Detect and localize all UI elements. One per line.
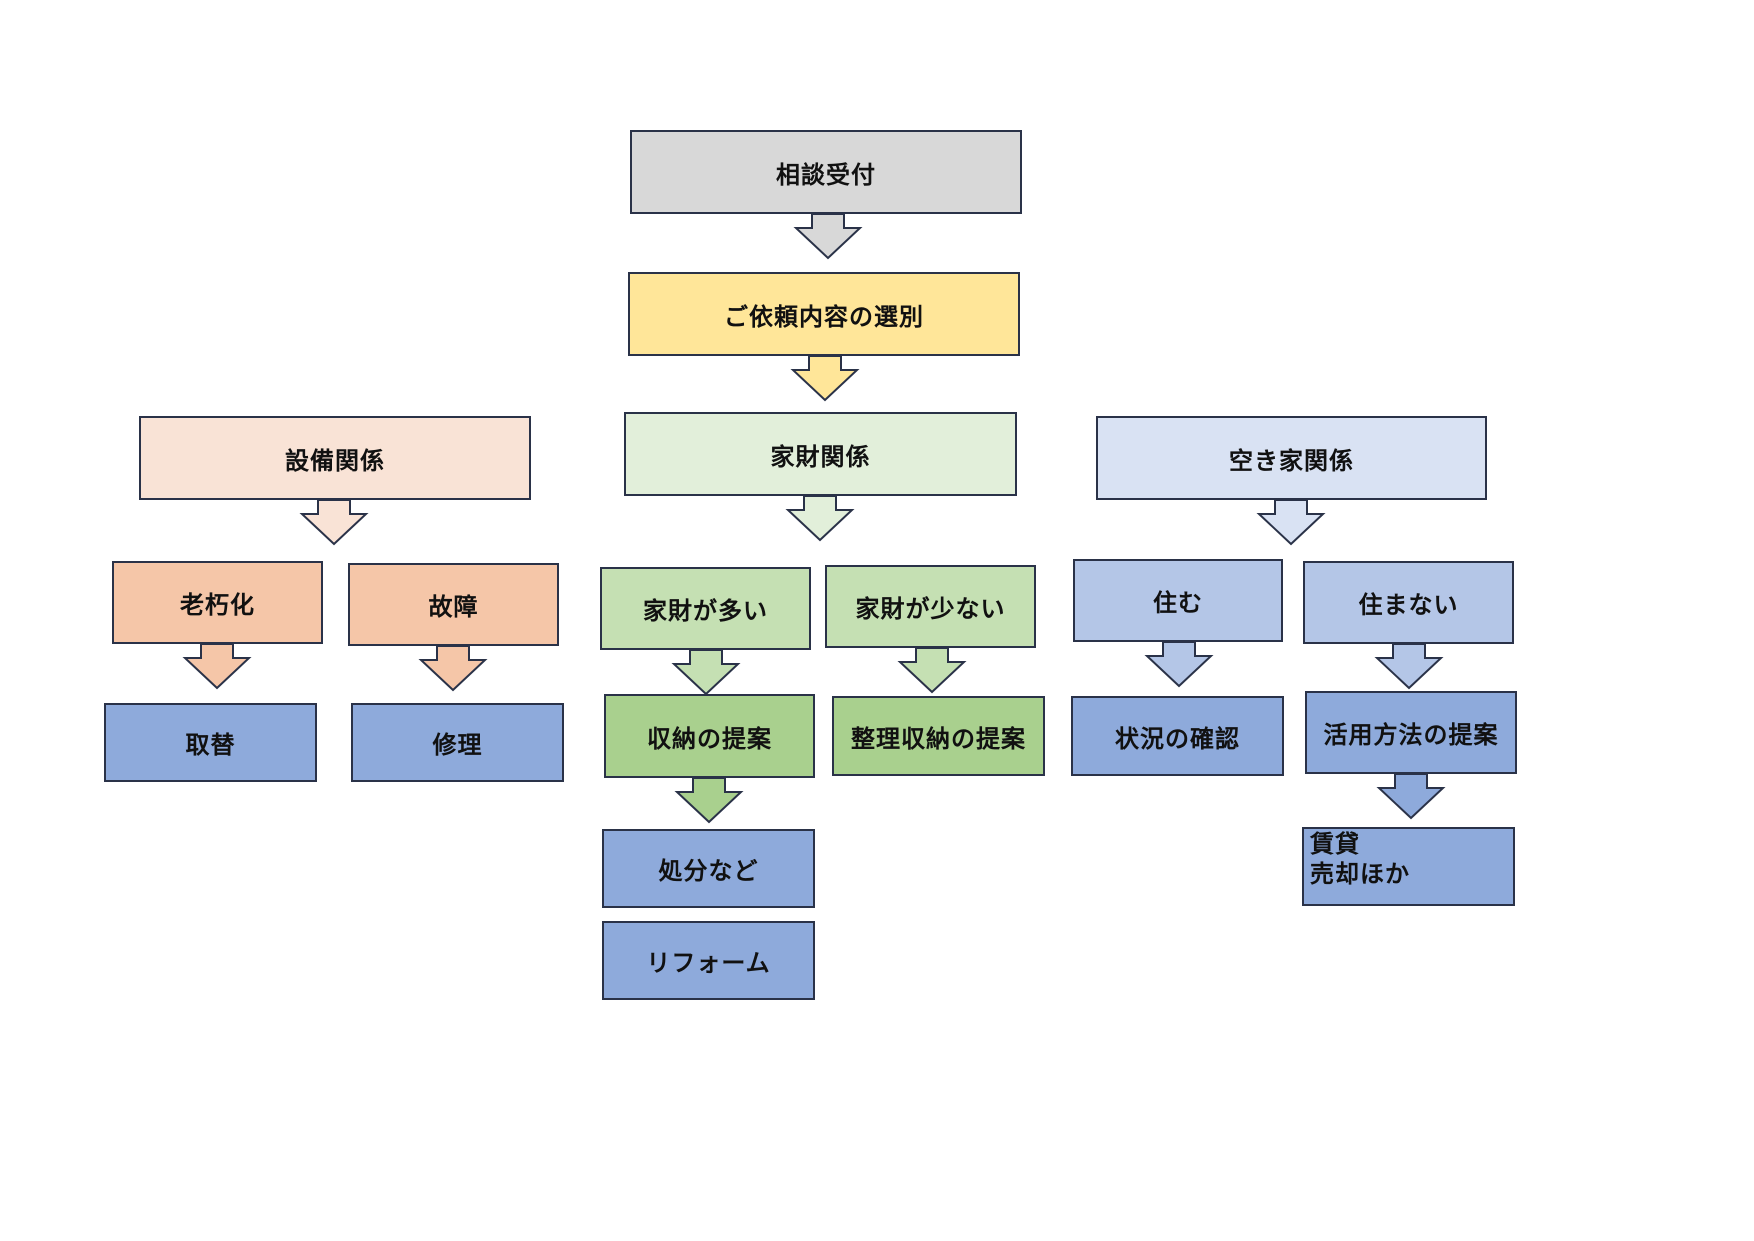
- arrow-equipment-down: [299, 499, 369, 546]
- node-belongings: 家財関係: [624, 412, 1017, 496]
- arrow-not-live-to-utilization: [1374, 643, 1444, 690]
- node-utilization-proposal: 活用方法の提案: [1305, 691, 1517, 774]
- arrow-storage-to-disposal: [674, 777, 744, 824]
- arrow-breakdown-to-repair: [418, 645, 488, 692]
- node-sale-label: 売却ほか: [1310, 860, 1410, 888]
- node-not-live: 住まない: [1303, 561, 1514, 644]
- arrow-selection-to-belongings: [790, 355, 860, 402]
- node-selection: ご依頼内容の選別: [628, 272, 1020, 356]
- node-rent-label: 賃貸: [1310, 830, 1360, 858]
- arrow-belongings-down: [785, 495, 855, 542]
- arrow-many-to-storage: [671, 649, 741, 696]
- node-storage-proposal: 収納の提案: [604, 694, 815, 778]
- node-reform: リフォーム: [602, 921, 815, 1000]
- node-many-belongings: 家財が多い: [600, 567, 811, 650]
- arrow-vacant-house-down: [1256, 499, 1326, 546]
- node-equipment: 設備関係: [139, 416, 531, 500]
- arrow-utilization-to-rent-sale: [1376, 773, 1446, 820]
- node-vacant-house: 空き家関係: [1096, 416, 1487, 500]
- arrow-aging-to-replace: [182, 643, 252, 690]
- node-disposal: 処分など: [602, 829, 815, 908]
- node-aging: 老朽化: [112, 561, 323, 644]
- node-live: 住む: [1073, 559, 1283, 642]
- node-organize-storage-proposal: 整理収納の提案: [832, 696, 1045, 776]
- node-breakdown: 故障: [348, 563, 559, 646]
- node-replace: 取替: [104, 703, 317, 782]
- arrow-few-to-organize: [897, 647, 967, 694]
- node-few-belongings: 家財が少ない: [825, 565, 1036, 648]
- arrow-live-to-check: [1144, 641, 1214, 688]
- node-repair: 修理: [351, 703, 564, 782]
- arrow-reception-to-selection: [793, 213, 863, 260]
- node-check-situation: 状況の確認: [1071, 696, 1284, 776]
- node-reception: 相談受付: [630, 130, 1022, 214]
- node-rent-sale: 賃貸 売却ほか: [1302, 827, 1515, 906]
